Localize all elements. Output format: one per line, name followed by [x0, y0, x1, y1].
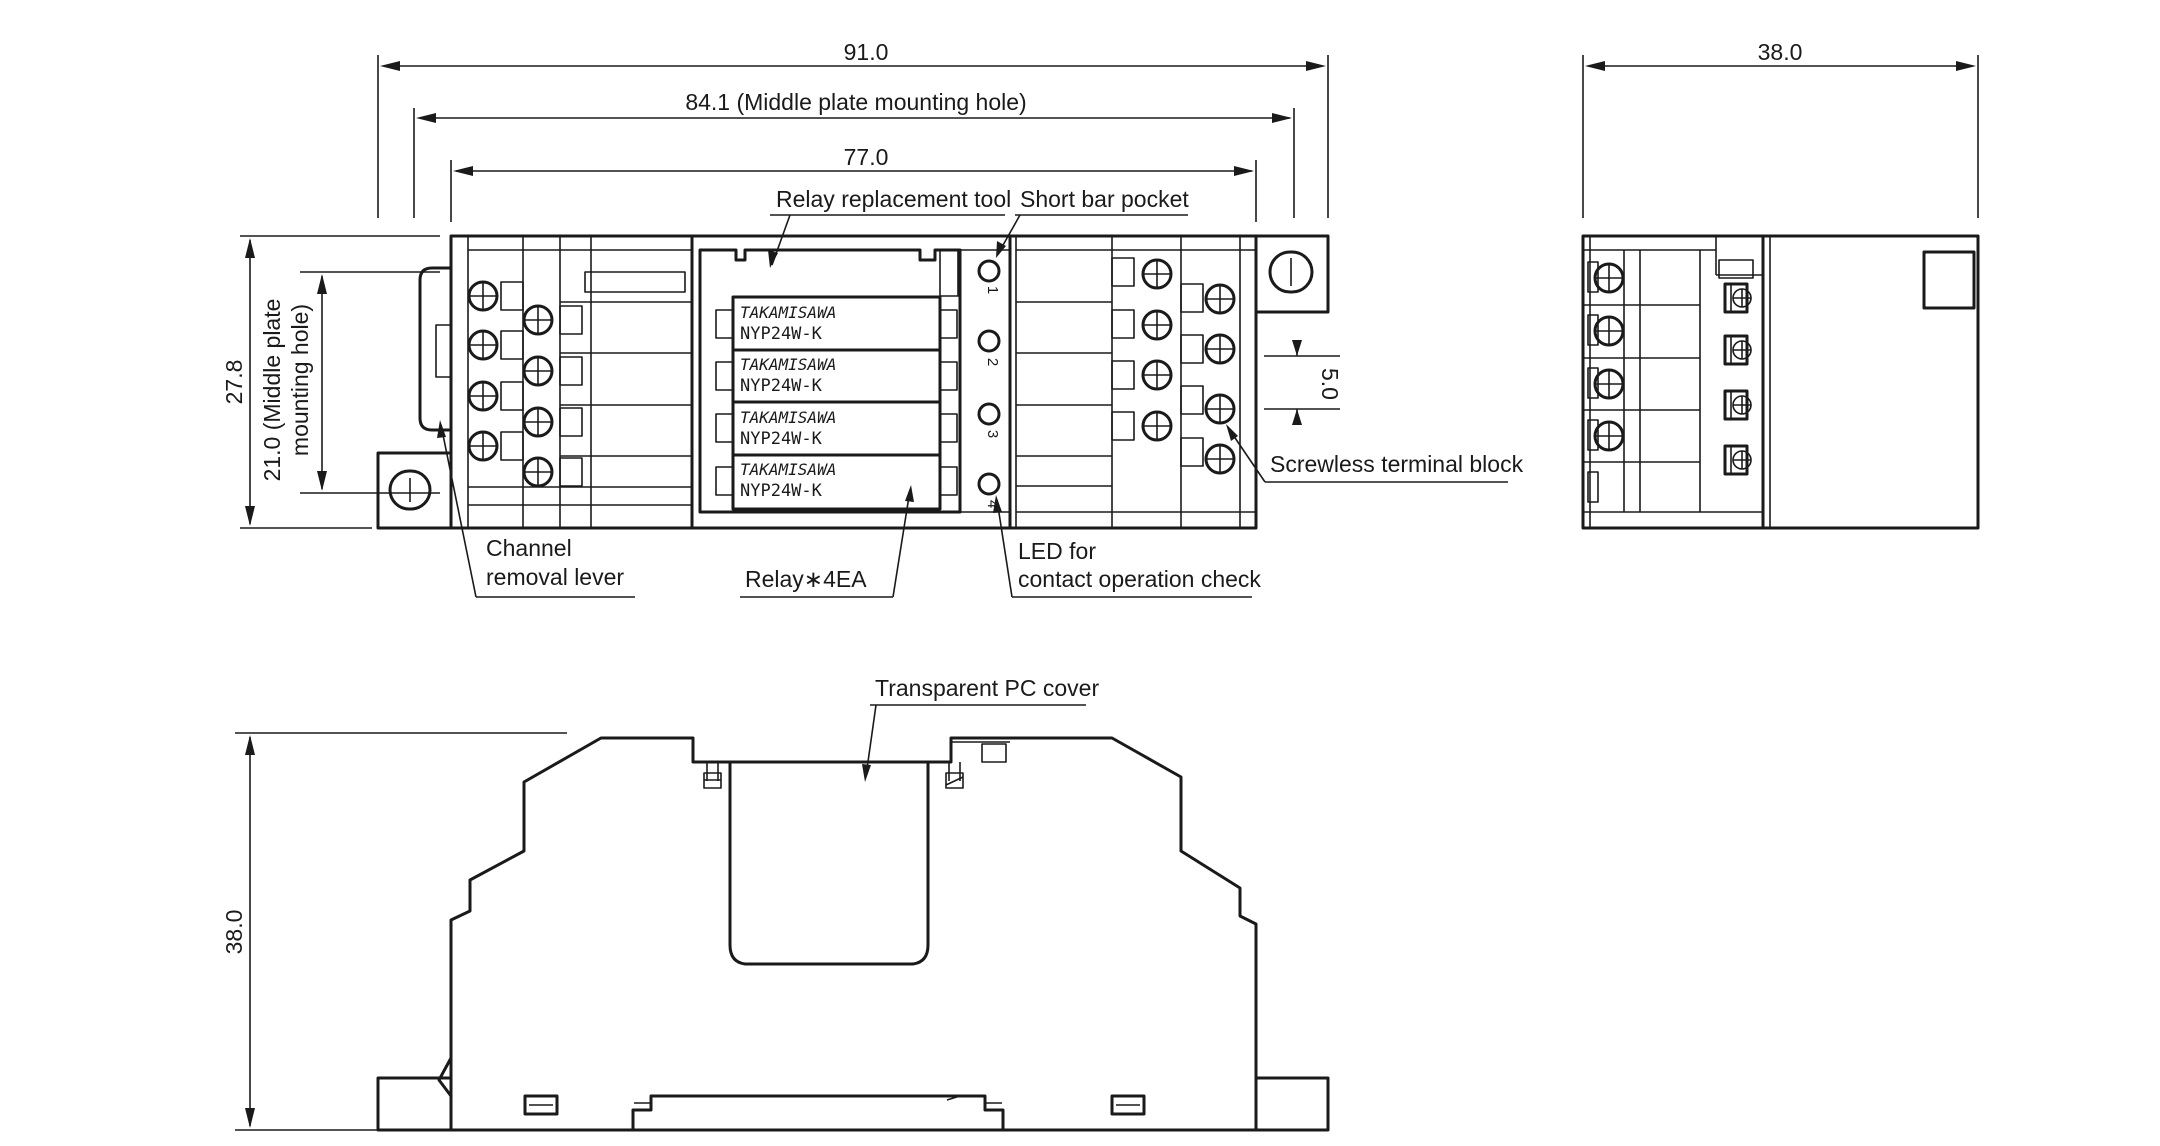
relay-1-model: NYP24W-K	[740, 324, 823, 344]
callout-led: LED for contact operation check	[993, 495, 1261, 598]
dimension-body-width: 77.0	[453, 144, 1254, 176]
label-led-line1: LED for	[1018, 538, 1096, 564]
led-number-1: 1	[984, 286, 1001, 294]
mounting-ear-right	[1254, 234, 1330, 314]
dim-front-38: 38.0	[221, 910, 247, 955]
relay-1: TAKAMISAWA NYP24W-K	[740, 303, 836, 344]
dim-27-8: 27.8	[221, 360, 247, 405]
dimension-terminal-pitch: 5.0	[1292, 340, 1343, 425]
module-body	[449, 234, 1258, 530]
dim-5-0: 5.0	[1317, 368, 1343, 400]
led-3	[977, 402, 1001, 426]
relay-3-brand: TAKAMISAWA	[740, 408, 836, 427]
side-body	[1581, 234, 1980, 530]
relay-1-brand: TAKAMISAWA	[740, 303, 836, 322]
dim-side-38: 38.0	[1758, 39, 1803, 65]
dim-84: 84.1 (Middle plate mounting hole)	[685, 89, 1026, 115]
led-number-3: 3	[984, 430, 1001, 438]
led-4	[977, 472, 1001, 496]
cover-latch-left	[703, 762, 722, 789]
dimension-hole-spacing: 21.0 (Middle plate mounting hole)	[259, 274, 327, 491]
channel-removal-lever	[418, 266, 453, 432]
vent-right	[1110, 1094, 1146, 1116]
dimension-front-height: 38.0	[221, 735, 255, 1128]
dim-21-line1: 21.0 (Middle plate	[259, 299, 285, 482]
dimension-overall-width: 91.0	[380, 39, 1326, 71]
label-transparent-pc-cover: Transparent PC cover	[875, 675, 1099, 701]
dim-21-line2: mounting hole)	[287, 304, 313, 456]
relay-3: TAKAMISAWA NYP24W-K	[740, 408, 836, 449]
extension-lines	[240, 55, 1340, 529]
cover-latch-right	[945, 762, 964, 789]
callout-channel-removal-lever: Channel removal lever	[437, 420, 635, 598]
relay-2-brand: TAKAMISAWA	[740, 355, 836, 374]
status-leds: 1 2 3 4	[977, 259, 1001, 508]
label-relay-replacement-tool: Relay replacement tool	[776, 186, 1011, 212]
dimension-depth: 38.0	[1585, 39, 1976, 71]
relay-4: TAKAMISAWA NYP24W-K	[740, 460, 836, 501]
label-led-line2: contact operation check	[1018, 566, 1261, 592]
relay-stack: TAKAMISAWA NYP24W-K TAKAMISAWA NYP24W-K …	[715, 295, 958, 511]
led-1	[977, 259, 1001, 283]
relay-4-model: NYP24W-K	[740, 481, 823, 501]
transparent-pc-cover	[728, 760, 930, 966]
label-short-bar-pocket: Short bar pocket	[1020, 186, 1189, 212]
front-view: 38.0	[221, 675, 1330, 1132]
led-number-2: 2	[984, 358, 1001, 366]
din-rail-slot	[449, 1076, 1005, 1132]
callout-screwless-terminal-block: Screwless terminal block	[1226, 424, 1524, 483]
vent-left	[523, 1094, 559, 1116]
led-number-4: 4	[984, 500, 1001, 508]
dimension-middle-plate-hole: 84.1 (Middle plate mounting hole)	[416, 89, 1292, 123]
top-view: 91.0 84.1 (Middle plate mounting hole) 7…	[221, 39, 1524, 598]
led-2	[977, 329, 1001, 353]
relay-2: TAKAMISAWA NYP24W-K	[740, 355, 836, 396]
label-channel-line1: Channel	[486, 535, 572, 561]
side-cover-tab	[1922, 250, 1976, 310]
side-terminals	[1583, 236, 1763, 528]
callout-relay-count: Relay∗4EA	[740, 485, 914, 598]
dim-91: 91.0	[844, 39, 889, 65]
mounting-ear-left	[376, 451, 453, 530]
callout-short-bar-pocket: Short bar pocket	[996, 186, 1189, 258]
label-channel-line2: removal lever	[486, 564, 624, 590]
relay-4-brand: TAKAMISAWA	[740, 460, 836, 479]
front-housing	[449, 736, 1258, 1132]
label-relay-count: Relay∗4EA	[745, 566, 867, 592]
right-terminal-block	[1015, 236, 1256, 528]
side-view: 38.0	[1581, 39, 1980, 530]
dimension-overall-height: 27.8	[221, 238, 255, 526]
relay-2-model: NYP24W-K	[740, 376, 823, 396]
callout-transparent-cover: Transparent PC cover	[862, 675, 1099, 782]
dim-77: 77.0	[844, 144, 889, 170]
callout-relay-replacement-tool: Relay replacement tool	[768, 186, 1011, 268]
left-terminal-block	[467, 234, 694, 530]
relay-3-model: NYP24W-K	[740, 429, 823, 449]
label-screwless-terminal-block: Screwless terminal block	[1270, 451, 1524, 477]
